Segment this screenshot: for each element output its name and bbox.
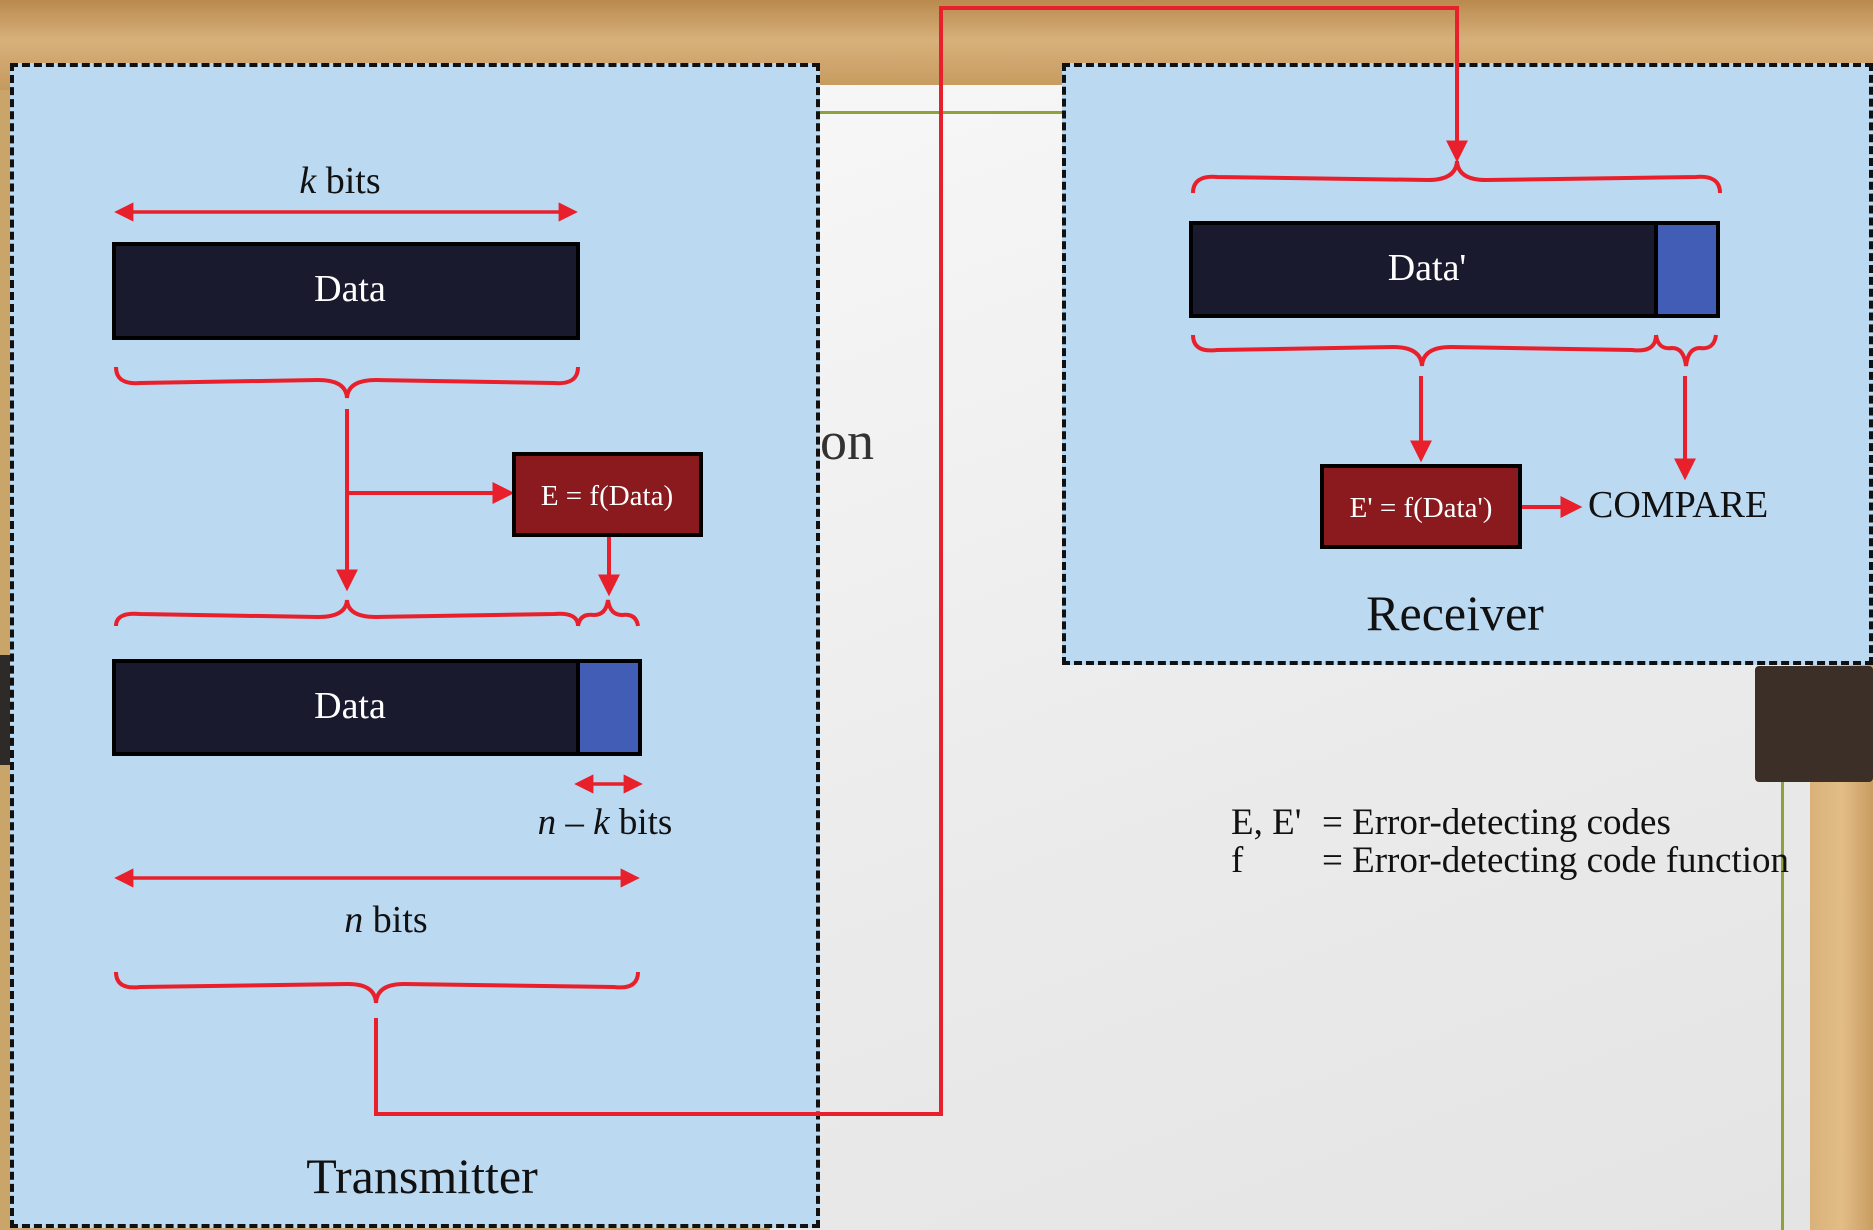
data-block-label: Data [314, 268, 386, 310]
dark-object [1755, 666, 1873, 782]
encoder-block [512, 452, 703, 537]
received-brace [1191, 160, 1722, 194]
codeword-check-block [576, 659, 642, 756]
n-bits-word: bits [373, 899, 428, 941]
received-check-brace [1654, 334, 1718, 367]
encoder-label: E = f(Data) [541, 480, 673, 512]
codeword-data-block [112, 659, 580, 756]
transmitter-label: Transmitter [306, 1148, 538, 1204]
received-check-block [1654, 221, 1720, 318]
receiver-encoder-label: E' = f(Data') [1350, 492, 1493, 524]
codeword-data-brace [114, 599, 580, 627]
n-bits-label: n bits [344, 899, 427, 941]
compare-label: COMPARE [1588, 484, 1768, 526]
k-bits-label: k bits [299, 160, 380, 202]
k-var: k [299, 160, 317, 202]
legend-key-1: E, E' [1231, 802, 1301, 843]
slide-side-rule [1781, 770, 1784, 1230]
receiver-box [1062, 63, 1873, 665]
codeword-data-label: Data [314, 685, 386, 727]
k-bits-dimension: k bits [114, 160, 578, 222]
legend-value-1: = Error-detecting codes [1322, 802, 1671, 843]
legend-key-2: f [1231, 840, 1244, 881]
k-bits-word: bits [326, 160, 381, 202]
received-data-brace [1191, 334, 1658, 367]
nk-bits-word: bits [619, 802, 672, 843]
dark-edge [0, 655, 12, 765]
received-data-block [1189, 221, 1659, 318]
receiver-encoder-block [1320, 464, 1522, 549]
receiver-label: Receiver [1366, 585, 1544, 641]
nk-bits-label: n – k bits [538, 802, 673, 843]
nk-var: n – k [538, 802, 611, 843]
data-brace [114, 366, 580, 399]
legend-value-2: = Error-detecting code function [1322, 840, 1789, 881]
n-var: n [344, 899, 363, 941]
codeword-check-brace [576, 599, 640, 627]
slide-title-fragment: on [820, 411, 874, 471]
n-bits-brace [114, 971, 640, 1004]
received-data-label: Data' [1388, 247, 1467, 289]
transmission-line [374, 6, 1468, 1116]
data-block [112, 242, 580, 340]
